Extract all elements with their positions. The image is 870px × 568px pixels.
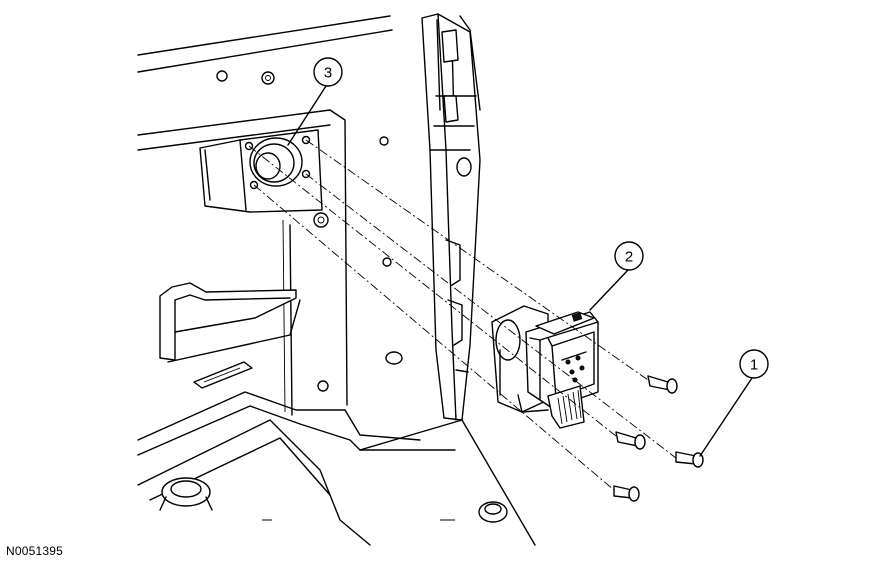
screw-upper-right (647, 375, 678, 394)
bed-floor (137, 391, 508, 546)
callout-3-label: 3 (324, 65, 332, 82)
callout-3: 3 (287, 57, 343, 146)
callout-1: 1 (699, 349, 769, 457)
callout-1-label: 1 (750, 357, 758, 374)
callout-2-label: 2 (625, 249, 633, 266)
mount-hole (249, 180, 259, 190)
handle-recess (159, 282, 301, 389)
callout-2: 2 (589, 241, 644, 311)
panel-hole (379, 136, 389, 146)
figure-id: N0051395 (6, 544, 63, 558)
panel-hole (385, 351, 403, 365)
alignment-lines (248, 139, 677, 491)
bed-drain-plug (161, 477, 211, 507)
mount-hole (301, 135, 311, 145)
panel-hole (382, 257, 392, 267)
connector-cover (547, 385, 585, 429)
panel-bolt (317, 380, 329, 392)
panel-hole (216, 70, 228, 82)
mount-hole (301, 169, 311, 179)
trailer-connector (491, 305, 599, 429)
panel-hole (261, 71, 275, 85)
screw-lower-right (675, 451, 704, 468)
screw-lower-left (613, 485, 640, 502)
screw-middle (615, 431, 646, 450)
grommet (478, 501, 508, 523)
mounting-pocket (199, 129, 323, 213)
tailgate-pillar (359, 13, 536, 546)
body-panel (137, 15, 403, 416)
panel-bolt (313, 212, 329, 228)
mount-hole (244, 141, 254, 151)
